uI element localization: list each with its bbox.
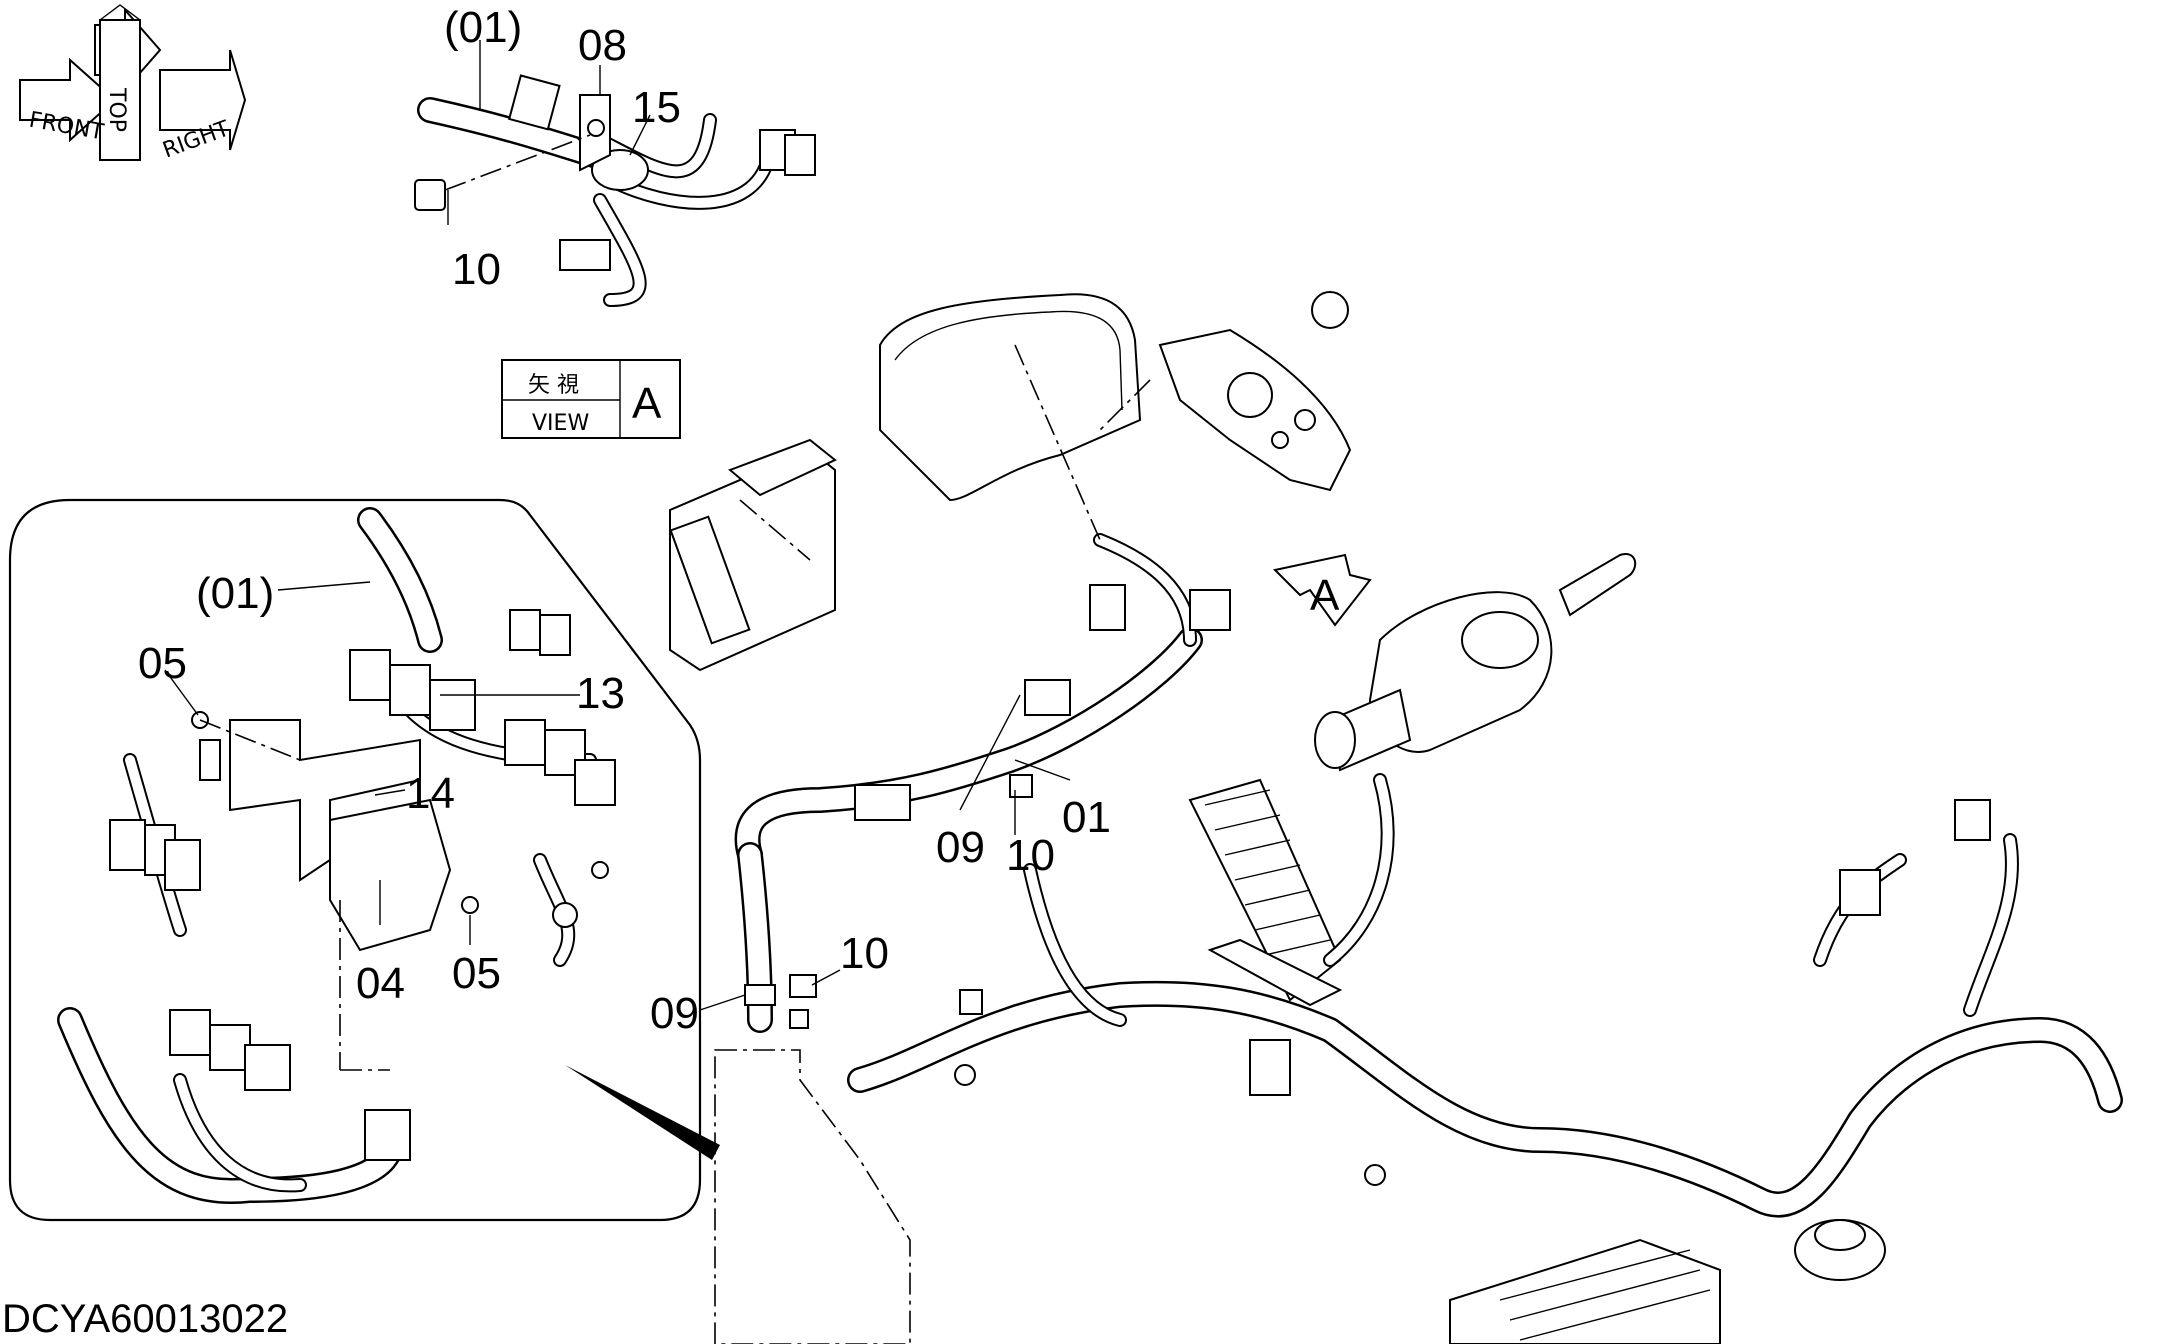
view-a-letter: A [632,379,662,428]
callout-main-09a: 09 [936,823,985,872]
callout-top-08: 08 [578,21,627,70]
callout-main-10b: 10 [840,929,889,978]
callout-top-01: (01) [444,3,522,52]
view-a-box: 矢 視 VIEW A [501,359,681,439]
callout-main-10a: 10 [1006,831,1055,880]
callout-detail-04: 04 [356,959,405,1008]
callout-top-15: 15 [632,83,681,132]
orientation-symbol: FRONT TOP RIGHT [19,4,247,163]
callout-detail-05a: 05 [138,639,187,688]
view-a-arrow-letter: A [1310,571,1340,620]
callout-detail-01: (01) [196,569,274,618]
callout-main-01: 01 [1062,793,1111,842]
callout-main-09b: 09 [650,989,699,1038]
callout-detail-13: 13 [576,669,625,718]
view-a-view-label: VIEW [532,411,589,436]
top-clamp-inset [414,40,816,307]
callout-detail-05b: 05 [452,949,501,998]
drawing-code: DCYA60013022 [2,1297,288,1341]
callout-detail-14: 14 [406,769,455,818]
view-a-kanji: 矢 視 [528,373,579,398]
orientation-top-label: TOP [104,87,129,132]
callout-top-10: 10 [452,245,501,294]
detail-callout-bubble [8,498,720,1222]
main-harness-assembly: A [669,291,2123,1344]
